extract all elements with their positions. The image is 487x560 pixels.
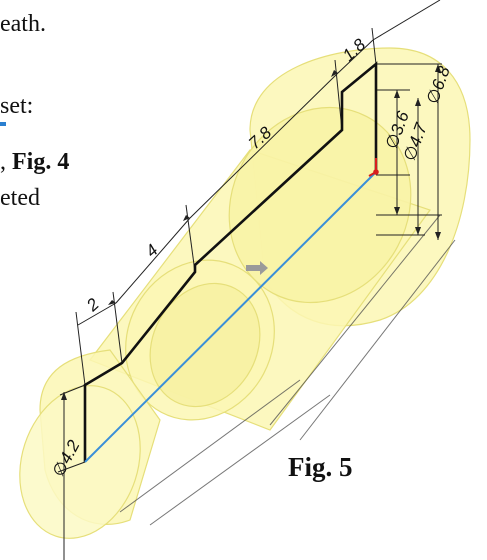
origin-marker — [368, 158, 379, 177]
body-text-line-3: , Fig. 4 — [0, 150, 69, 174]
dim-4: 4 — [142, 241, 162, 261]
dim-line-2 — [77, 302, 117, 326]
direction-arrow-icon — [246, 261, 268, 275]
flange-recess — [228, 106, 412, 304]
figure-reference: Fig. 4 — [12, 149, 70, 175]
body-text-line-4: eted — [0, 185, 40, 211]
dim-line-7-8 — [189, 72, 339, 219]
revolve-axis — [84, 171, 377, 463]
left-end-face — [19, 385, 141, 539]
body-text-line-1: eath. — [0, 11, 46, 37]
dim-line-1-8 — [337, 39, 374, 74]
accent-underline — [0, 122, 6, 126]
dimension-arrowheads — [61, 64, 441, 400]
figure-caption: Fig. 5 — [288, 452, 353, 482]
solid-silhouette-lines — [119, 214, 456, 526]
dimension-lines — [63, 0, 441, 560]
body-text-line-2: set: — [0, 93, 34, 119]
shaft-profile — [83, 61, 378, 462]
body-text-prefix: , — [0, 149, 12, 175]
dim-line-4 — [115, 217, 191, 304]
